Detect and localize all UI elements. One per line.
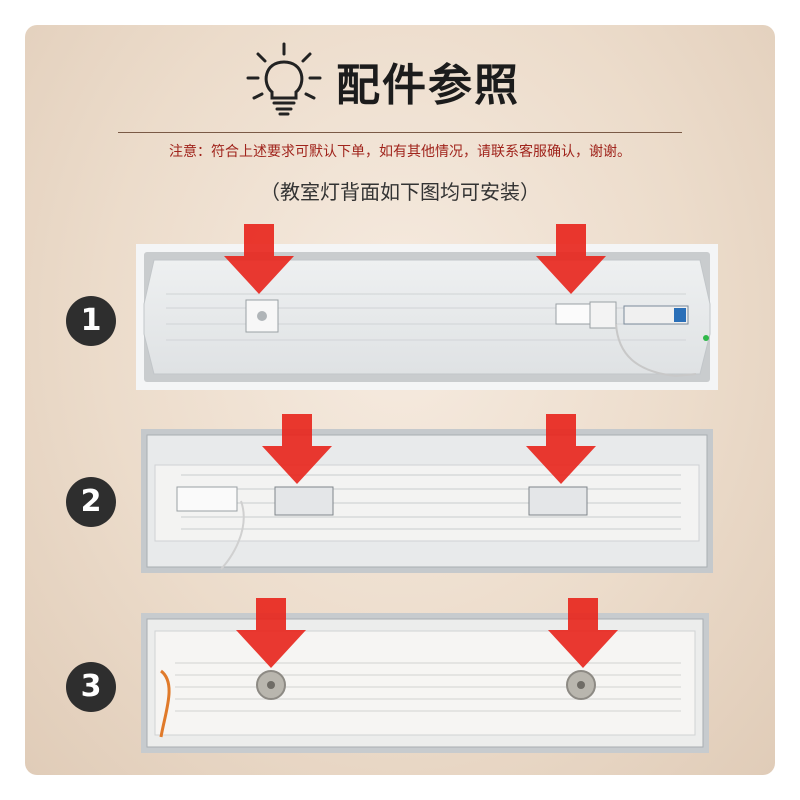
- notice-text: 注意：符合上述要求可默认下单，如有其他情况，请联系客服确认，谢谢。: [169, 144, 631, 160]
- arrow-down-icon: [536, 224, 606, 294]
- arrow-down-icon: [224, 224, 294, 294]
- divider: [118, 132, 682, 133]
- step-badge-3: 3: [66, 662, 116, 712]
- arrow-down-icon: [262, 414, 332, 484]
- light-panel-photo-3: [141, 613, 709, 753]
- step-badge-1: 1: [66, 296, 116, 346]
- arrow-down-icon: [548, 598, 618, 668]
- step-badge-2: 2: [66, 477, 116, 527]
- lightbulb-icon: [246, 42, 322, 116]
- subtitle-text: （教室灯背面如下图均可安装）: [260, 180, 540, 204]
- arrow-down-icon: [526, 414, 596, 484]
- page-title: 配件参照: [336, 60, 520, 111]
- light-panel-photo-2: [141, 429, 713, 573]
- arrow-down-icon: [236, 598, 306, 668]
